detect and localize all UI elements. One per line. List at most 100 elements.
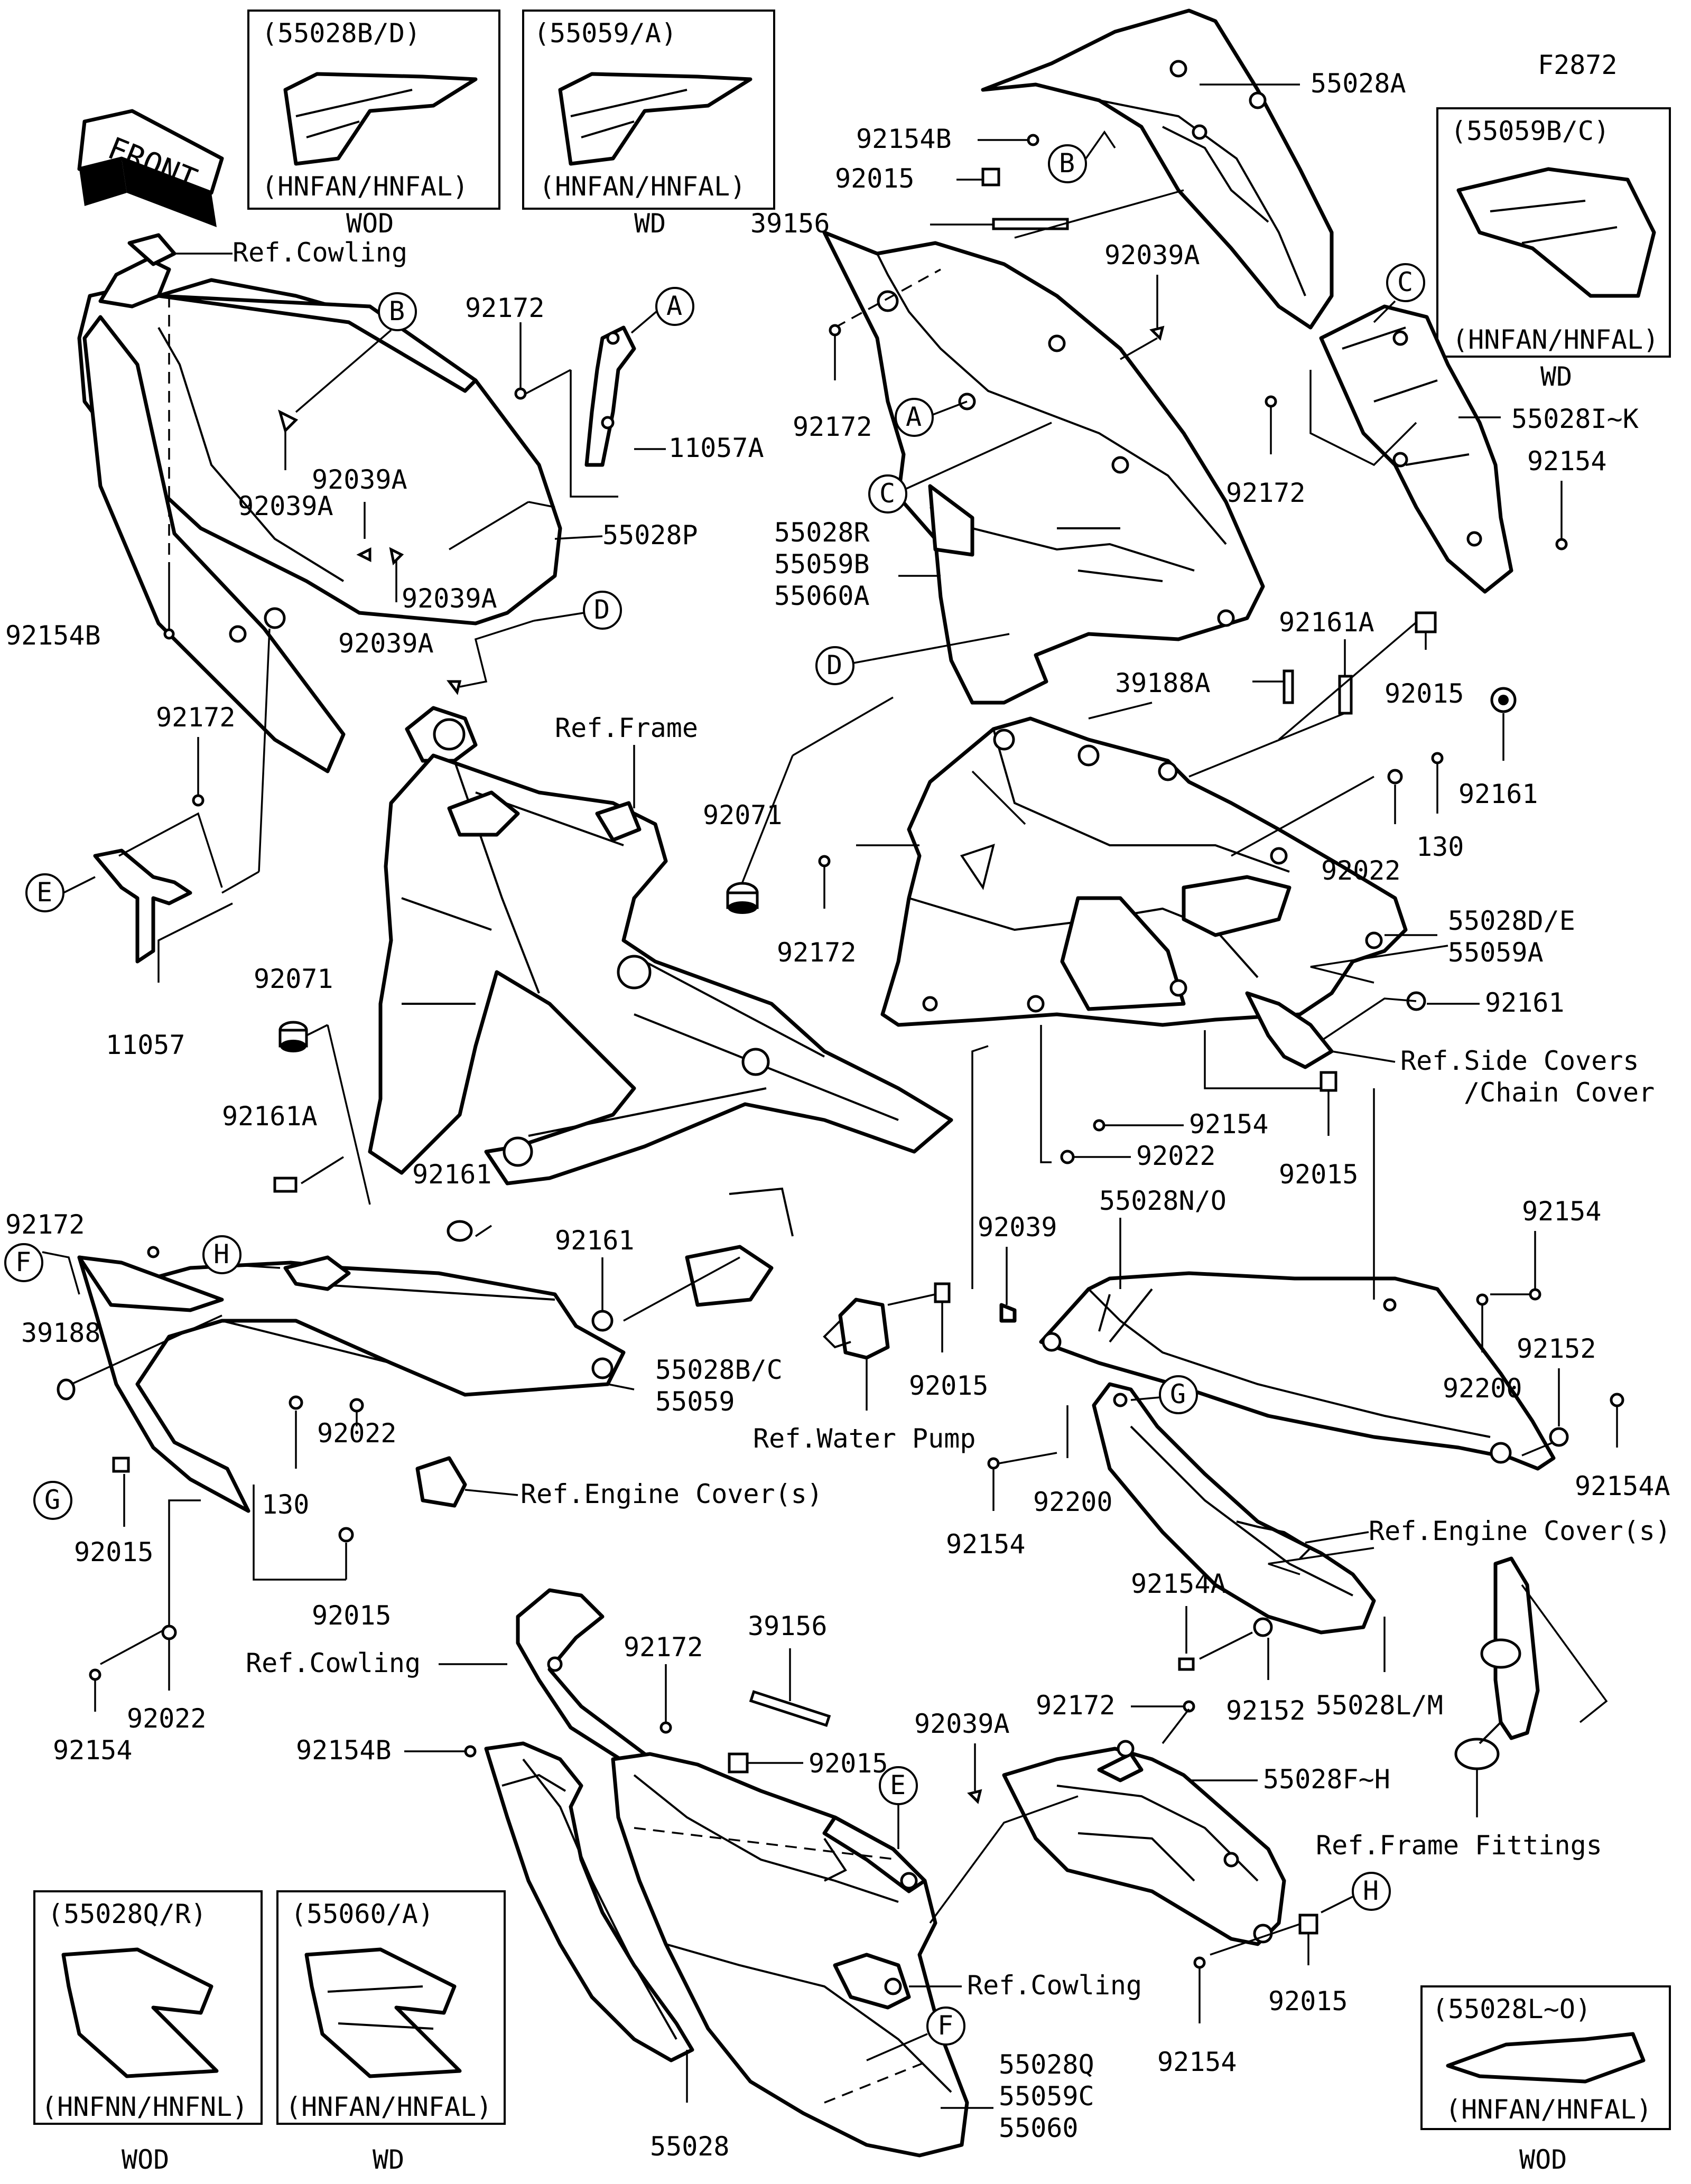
label-92154B-2: 92154B [856, 124, 952, 154]
label-92039A-3: 92039A [338, 628, 434, 659]
label-92039A-1: 92039A [238, 491, 333, 521]
label-130-2: 130 [1416, 832, 1464, 862]
label-55059A: 55059A [1448, 937, 1544, 968]
label-92200-1: 92200 [1443, 1373, 1522, 1404]
bracket-ref-cowling-lower [516, 1588, 647, 1767]
label-92172-1: 92172 [465, 293, 545, 323]
label-11057: 11057 [106, 1030, 185, 1060]
ref-cowling-lower-bracket [833, 1953, 911, 2010]
lower-panel-55028 [484, 1741, 694, 2062]
svg-text:WOD: WOD [122, 2144, 169, 2175]
label-11057A: 11057A [668, 433, 764, 463]
label-92154-5: 92154 [946, 1529, 1026, 1560]
svg-text:(55059B/C): (55059B/C) [1451, 116, 1610, 146]
label-92022-2: 92022 [127, 1703, 207, 1734]
label-55028A: 55028A [1311, 68, 1406, 99]
label-92015-1: 92015 [74, 1537, 154, 1567]
label-55028BC: 55028B/C [655, 1355, 783, 1385]
label-92161A-2: 92161A [1279, 607, 1374, 638]
label-92154-6: 92154 [1157, 2047, 1237, 2077]
ref-cowling-label-2: Ref.Cowling [246, 1648, 421, 1678]
svg-text:WD: WD [1540, 361, 1572, 392]
label-92154B-3: 92154B [296, 1735, 392, 1766]
svg-text:WOD: WOD [346, 208, 394, 239]
label-55028NO: 55028N/O [1099, 1186, 1227, 1216]
label-92172-2: 92172 [156, 702, 236, 733]
label-92015-6: 92015 [909, 1370, 989, 1401]
label-92071-2: 92071 [703, 800, 783, 830]
svg-text:(HNFAN/HNFAL): (HNFAN/HNFAL) [285, 2092, 492, 2122]
variant-box-55059A: (55059/A) (HNFAN/HNFAL) WD [522, 10, 775, 239]
label-55059B: 55059B [774, 549, 870, 580]
label-92172-7: 92172 [624, 1632, 703, 1663]
side-cowl-55028R [822, 230, 1265, 705]
lower-panel-55028LM [1092, 1382, 1376, 1635]
svg-text:(55059/A): (55059/A) [534, 18, 677, 49]
svg-text:B: B [389, 296, 405, 326]
label-39156-1: 39156 [750, 208, 830, 239]
label-92039A-6: 92039A [914, 1709, 1010, 1739]
variant-box-55060A: (55060/A) (HNFAN/HNFAL) WD [276, 1890, 506, 2175]
label-92152-1: 92152 [1517, 1333, 1596, 1364]
variant-box-55059BC: (55059B/C) (HNFAN/HNFAL) WD [1436, 107, 1671, 392]
ref-chain-cover-label: /Chain Cover [1464, 1077, 1655, 1108]
label-92161-1: 92161 [412, 1159, 492, 1190]
svg-text:(55060/A): (55060/A) [291, 1899, 434, 1929]
ref-engine-covers-2: Ref.Engine Cover(s) [1369, 1516, 1671, 1546]
ref-side-covers-label: Ref.Side Covers [1400, 1046, 1639, 1076]
label-92172-5: 92172 [1226, 478, 1306, 508]
label-92015-7: 92015 [809, 1748, 888, 1779]
label-92039A-5: 92039A [1104, 240, 1200, 270]
svg-text:(55028L~O): (55028L~O) [1432, 1994, 1591, 2024]
label-39156-2: 39156 [748, 1611, 828, 1641]
lower-inner-panel-55028FH [1002, 1740, 1286, 1946]
label-92161-2: 92161 [555, 1225, 635, 1256]
svg-text:WD: WD [634, 208, 666, 239]
middle-cowl-55028BC [77, 1255, 626, 1513]
svg-text:C: C [1397, 267, 1413, 297]
label-92161A-1: 92161A [222, 1101, 318, 1132]
svg-text:G: G [1170, 1379, 1186, 1410]
ref-cowling-label-1: Ref.Cowling [233, 237, 407, 268]
label-92039A-2: 92039A [312, 464, 407, 495]
label-92152-2: 92152 [1226, 1695, 1306, 1726]
svg-text:E: E [36, 877, 52, 908]
diagram-id: F2872 [1538, 50, 1618, 80]
label-55028FH: 55028F~H [1263, 1764, 1390, 1795]
svg-text:(55028Q/R): (55028Q/R) [48, 1899, 207, 1929]
svg-text:(HNFNN/HNFNL): (HNFNN/HNFNL) [41, 2092, 248, 2122]
label-92172-4: 92172 [793, 412, 872, 442]
svg-text:H: H [213, 1239, 229, 1270]
svg-text:(HNFAN/HNFAL): (HNFAN/HNFAL) [539, 171, 746, 202]
label-55060: 55060 [999, 2113, 1079, 2143]
label-92172-6: 92172 [777, 937, 857, 968]
svg-text:D: D [826, 650, 842, 680]
label-92039A-4: 92039A [402, 583, 497, 614]
label-55059: 55059 [655, 1386, 735, 1417]
svg-text:A: A [666, 291, 682, 321]
label-92015-5: 92015 [1279, 1159, 1359, 1190]
label-130-1: 130 [262, 1489, 309, 1520]
ref-frame-fittings-label: Ref.Frame Fittings [1316, 1830, 1602, 1861]
label-55028P: 55028P [602, 520, 698, 550]
bracket-11057 [93, 848, 192, 964]
inner-cover-55028DE [880, 716, 1408, 1027]
svg-text:(HNFAN/HNFAL): (HNFAN/HNFAL) [262, 171, 468, 202]
svg-text:E: E [890, 1770, 906, 1800]
ref-engine-covers-1: Ref.Engine Cover(s) [521, 1479, 823, 1509]
label-92154A-1: 92154A [1575, 1471, 1670, 1501]
variant-box-55028BD: (55028B/D) (HNFAN/HNFAL) WOD [247, 10, 500, 239]
variant-box-55028QR: (55028Q/R) (HNFNN/HNFNL) WOD [33, 1890, 263, 2175]
label-92161-3: 92161 [1458, 779, 1538, 809]
label-92071-1: 92071 [254, 964, 333, 994]
svg-text:B: B [1059, 148, 1075, 179]
inner-panel-55028IK [1319, 304, 1513, 594]
label-55028: 55028 [650, 2131, 730, 2162]
svg-text:WOD: WOD [1519, 2144, 1567, 2175]
ref-frame-fittings [1454, 1556, 1540, 1770]
svg-text:G: G [44, 1485, 60, 1515]
ref-water-pump-label: Ref.Water Pump [753, 1423, 975, 1454]
bracket-11057A [584, 325, 636, 467]
label-92154-3: 92154 [1189, 1109, 1269, 1140]
label-92200-2: 92200 [1033, 1487, 1113, 1517]
